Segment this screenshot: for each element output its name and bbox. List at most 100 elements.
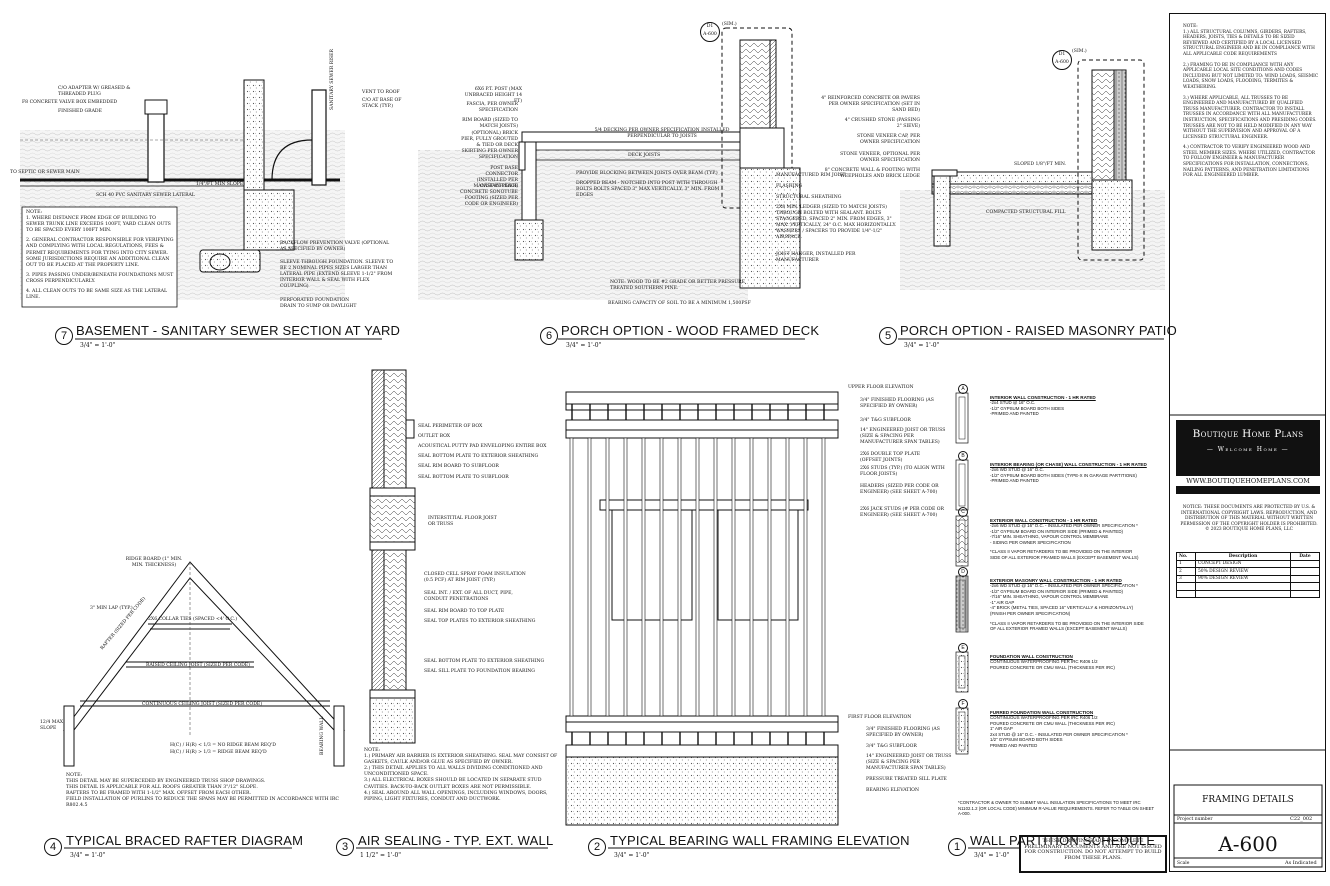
detail-number: 2 — [588, 838, 606, 856]
wall-type-spec: -7/16" MIN. SHEATHING, VAPOUR CONTROL ME… — [990, 594, 1109, 600]
copyright-notice: NOTICE: THESE DOCUMENTS ARE PROTECTED BY… — [1180, 505, 1318, 533]
annotation: DECK JOISTS — [628, 153, 661, 158]
wall-type-spec: CONTINUOUS WATERPROOFING PER IRC R406 1/… — [990, 659, 1098, 664]
note-item: FIELD INSTALLATION OF PURLINS TO REDUCE … — [66, 797, 340, 809]
annotation: 3" MIN LAP (TYP.) — [90, 606, 133, 611]
schedule-note: *CONTRACTOR & OWNER TO SUBMIT WALL INSUL… — [958, 800, 1155, 817]
wall-type-section — [955, 651, 969, 693]
detail-number: 5 — [879, 327, 897, 345]
stud — [821, 437, 826, 717]
wall-type-spec: PRIMED AND PAINTED — [990, 742, 1038, 748]
table-cell — [1195, 582, 1291, 591]
annotation: 3/4" T&G SUBFLOOR — [860, 418, 911, 423]
wall-type-spec: *CLASS II VAPOR RETARDERS TO BE PROVIDED… — [990, 620, 1144, 626]
table-cell — [1290, 589, 1320, 598]
table-cell — [1176, 589, 1196, 598]
annotation: JOIST HANGER, INSTALLED PER MANUFACTURER — [776, 252, 856, 263]
wall-type-tag: D — [958, 567, 968, 577]
annotation: SEAL PERIMETER OF BOX — [418, 424, 483, 429]
stud — [605, 437, 610, 717]
wall-type-core — [958, 519, 966, 563]
stud — [695, 437, 700, 717]
annotation: C/O AT BASE OF STACK (TYP.) — [362, 98, 402, 109]
stud — [803, 437, 808, 717]
wall-type-spec: -2x6 WD STUD @ 16" O.C. - INSULATED PER … — [990, 583, 1138, 588]
wall-type-spec: -PRIMED AND PAINTED — [990, 411, 1039, 417]
note-heading: NOTE: — [66, 773, 83, 778]
note-item: 4.) CONTRACTOR TO VERIFY ENGINEERED WOOD… — [1183, 145, 1316, 179]
detail-4-notes: NOTE: THIS DETAIL MAY BE SUPERCEDED BY E… — [66, 773, 356, 810]
annotation: SEAL BOTTOM PLATE TO EXTERIOR SHEATHING — [424, 659, 545, 664]
stud — [767, 437, 772, 717]
annotation: RIM BOARD (SIZED TO MATCH JOISTS) — [462, 118, 518, 129]
note-item: 4.) SEAL AROUND ALL WALL OPENINGS, INCLU… — [364, 790, 548, 802]
stud — [623, 437, 628, 717]
schedule-entry: INTERIOR WALL CONSTRUCTION - 1 HR RATED-… — [990, 395, 1170, 417]
wall-type-spec: SIDE OF ALL EXTERIOR FRAMED WALLS (EXCEP… — [990, 554, 1139, 560]
wall-type-spec: - SIDING PER OWNER SPECIFICATION — [990, 539, 1071, 545]
detail-number: 3 — [336, 838, 354, 856]
annotation: SLOPED 1/8"/FT MIN. — [1014, 162, 1067, 167]
annotation: SEAL INT. / EXT. OF ALL DUCT, PIPE, COND… — [424, 591, 513, 602]
table-row — [1176, 589, 1320, 598]
annotation: 14" ENGINEERED JOIST OR TRUSS (SIZE & SP… — [866, 754, 952, 771]
annotation: SEAL RIM BOARD TO SUBFLOOR — [418, 464, 499, 469]
table-header: No. — [1176, 552, 1196, 561]
annotation: 3/4" FINISHED FLOORING (AS SPECIFIED BY … — [860, 398, 934, 409]
wall-type-spec: (FINISH PER OWNER SPECIFICATION) — [990, 610, 1071, 616]
note-item: 2. GENERAL CONTRACTOR RESPONSIBLE FOR VE… — [26, 238, 174, 268]
wall-type-title: EXTERIOR MASONRY WALL CONSTRUCTION - 1 H… — [990, 578, 1122, 583]
detail-number: 7 — [55, 327, 73, 345]
annotation: OUTLET BOX — [418, 434, 451, 439]
brand-url[interactable]: WWW.BOUTIQUEHOMEPLANS.COM — [1176, 476, 1320, 486]
table-cell — [1176, 582, 1196, 591]
wall-type-spec: -PRIMED AND PAINTED — [990, 478, 1039, 484]
wall-studs — [569, 437, 826, 717]
annotation: CLOSED CELL SPRAY FOAM INSULATION (0.5 P… — [424, 572, 526, 583]
annotation: PERFORATED FOUNDATION DRAIN TO SUMP OR D… — [280, 298, 357, 309]
wall-type-spec: -1/2" GYPSUM BOARD BOTH SIDES (TYPE-X IN… — [990, 472, 1137, 478]
note-item: 3.) ALL ELECTRICAL BOXES SHOULD BE LOCAT… — [364, 778, 542, 790]
detail-3-notes: NOTE: 1.) PRIMARY AIR BARRIER IS EXTERIO… — [364, 748, 560, 803]
wall-type-spec: 2x4 STUD @ 16" O.C. - INSULATED PER OWNE… — [990, 731, 1128, 737]
wall-type-spec: -2x6 WD STUD @ 16" O.C. - INSULATED PER … — [990, 523, 1138, 528]
wall-type-spec: 1/2" GYPSUM BOARD BOTH SIDES — [990, 737, 1063, 743]
wall-type-tag: B — [958, 451, 968, 461]
annotation: BEARING CAPACITY OF SOIL TO BE A MINIMUM… — [608, 301, 751, 306]
detail-title: BASEMENT - SANITARY SEWER SECTION AT YAR… — [76, 323, 401, 338]
wall-type-title: FURRED FOUNDATION WALL CONSTRUCTION — [990, 710, 1094, 715]
table-cell — [1290, 559, 1320, 568]
annotation: 2X6 STUDS (TYP.) (TO ALIGN WITH FLOOR JO… — [860, 466, 945, 477]
annotation: PROVIDE BLOCKING BETWEEN JOISTS OVER BEA… — [576, 171, 718, 176]
annotation: DROPPED BEAM - NOTCHED INTO POST WITH TH… — [576, 181, 720, 198]
detail-scale: 1 1/2" = 1'-0" — [360, 852, 402, 859]
wall-type-core — [958, 396, 966, 440]
wall-type-tag: A — [958, 384, 968, 394]
wall-type-spec: CONTINUOUS WATERPROOFING PER IRC R406 1/… — [990, 715, 1098, 720]
wall-type-title: INTERIOR BEARING (OR CHASE) WALL CONSTRU… — [990, 462, 1147, 467]
annotation: RAISED CEILING JOIST (SIZED PER CODE) — [146, 663, 250, 668]
detail-title: AIR SEALING - TYP. EXT. WALL — [358, 833, 554, 848]
annotation: BACKFLOW PREVENTION VALVE (OPTIONAL AS S… — [280, 241, 390, 252]
stud — [713, 437, 718, 717]
stud — [569, 437, 574, 717]
detail-5-drawing — [900, 59, 1165, 290]
project-number-label: Project number — [1177, 817, 1213, 822]
table-header: Date — [1290, 552, 1320, 561]
wall-type-spec: POURED CONCRETE OR CMU WALL (THICKNESS P… — [990, 720, 1115, 726]
wall-type-tag: F — [958, 699, 968, 709]
detail-scale: 3/4" = 1'-0" — [70, 852, 106, 859]
annotation: 2X6 DOUBLE TOP PLATE (OFFSET JOINTS) — [860, 452, 921, 463]
table-cell: 2 — [1176, 567, 1196, 576]
annotation: 3/4" T&G SUBFLOOR — [866, 744, 917, 749]
annotation: 1/4"/FT MIN SLOPE — [196, 182, 244, 187]
note-item: 2.) FRAMING TO BE IN COMPLIANCE WITH ANY… — [1183, 62, 1319, 90]
annotation: CONTINUOUS CEILING JOIST (SIZED PER CODE… — [142, 702, 263, 707]
annotation: FIRST FLOOR ELEVATION — [848, 715, 912, 720]
detail-scale: 3/4" = 1'-0" — [974, 852, 1010, 859]
